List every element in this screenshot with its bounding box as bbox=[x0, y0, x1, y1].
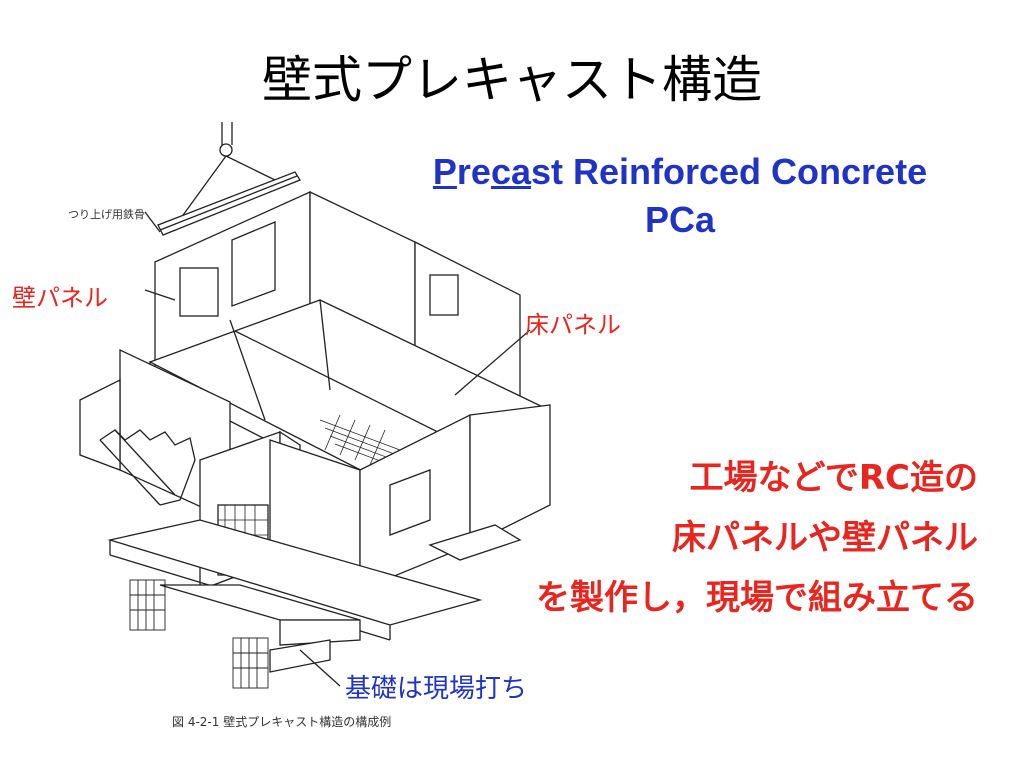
description-line-3: を製作し，現場で組み立てる bbox=[536, 578, 978, 618]
lifting-steel-label: つり上げ用鉄骨 bbox=[68, 208, 145, 221]
subtitle-line2: PCa bbox=[644, 199, 716, 240]
description-line-1: 工場などでRC造の bbox=[689, 458, 978, 498]
subtitle-line1: Precast Reinforced Concrete bbox=[340, 148, 1020, 196]
floor-panel-label: 床パネル bbox=[525, 311, 621, 339]
subtitle-re: re bbox=[456, 151, 491, 192]
subtitle-rest: st Reinforced Concrete bbox=[531, 151, 928, 192]
subtitle-p: P bbox=[432, 151, 457, 192]
description: 工場などでRC造の 床パネルや壁パネル を製作し，現場で組み立てる bbox=[536, 448, 978, 628]
wall-panel-label: 壁パネル bbox=[12, 284, 108, 312]
subtitle: Precast Reinforced Concrete PCa bbox=[340, 148, 1020, 244]
figure-caption: 図 4-2-1 壁式プレキャスト構造の構成例 bbox=[172, 715, 392, 729]
slide-title: 壁式プレキャスト構造 bbox=[262, 51, 762, 109]
description-line-2: 床パネルや壁パネル bbox=[672, 518, 978, 558]
foundation-label: 基礎は現場打ち bbox=[345, 674, 528, 704]
subtitle-ca: ca bbox=[490, 151, 531, 192]
